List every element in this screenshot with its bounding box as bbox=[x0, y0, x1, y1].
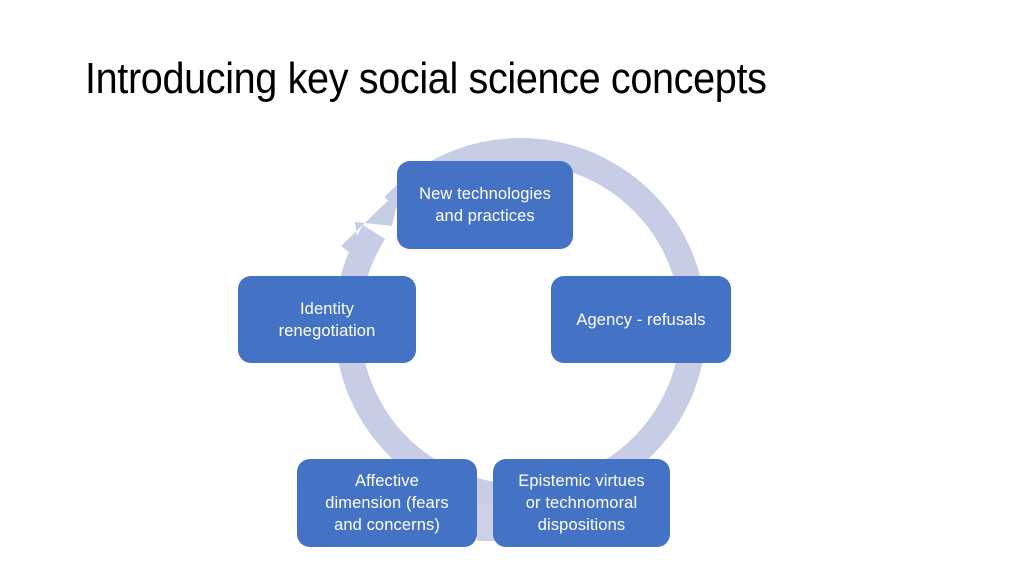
cycle-node-new-technologies-and-practices[interactable]: New technologies and practices bbox=[397, 161, 573, 249]
cycle-ring-bottom-segment bbox=[477, 505, 495, 541]
cycle-node-agency-refusals[interactable]: Agency - refusals bbox=[551, 276, 731, 363]
page-title: Introducing key social science concepts bbox=[85, 54, 767, 103]
cycle-node-affective-dimension-fears-and-concerns[interactable]: Affective dimension (fears and concerns) bbox=[297, 459, 477, 547]
cycle-arrowhead-icon bbox=[341, 188, 401, 261]
cycle-node-identity-renegotiation[interactable]: Identity renegotiation bbox=[238, 276, 416, 363]
cycle-node-epistemic-virtues-or-technomoral-dispositions[interactable]: Epistemic virtues or technomoral disposi… bbox=[493, 459, 670, 547]
